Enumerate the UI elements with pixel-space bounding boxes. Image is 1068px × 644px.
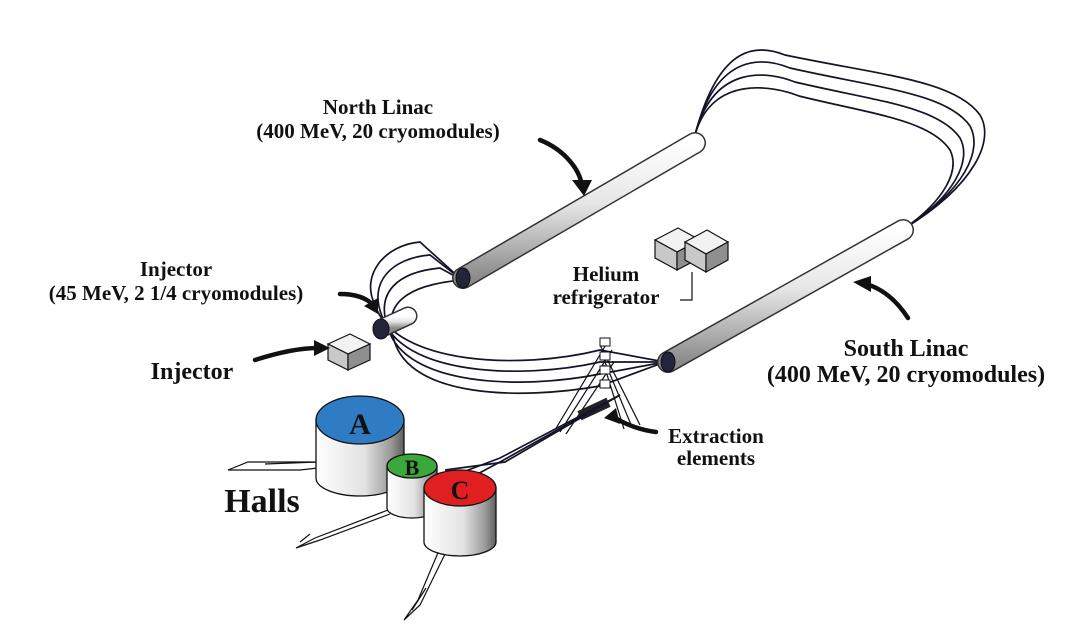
helium-label-line2: refrigerator bbox=[553, 285, 660, 309]
south-linac bbox=[657, 219, 914, 373]
hall-c: C bbox=[423, 469, 497, 557]
injector-linac-arrow-head bbox=[364, 298, 378, 314]
hall-beamlines bbox=[227, 461, 447, 621]
south-linac-spec: (400 MeV, 20 cryomodules) bbox=[767, 362, 1045, 388]
south-linac-arrow-head bbox=[853, 276, 871, 292]
extraction-label-line2: elements bbox=[677, 446, 755, 470]
injector-building bbox=[326, 333, 372, 371]
hall-b-label: B bbox=[405, 455, 420, 480]
helium-label-line1: Helium bbox=[573, 262, 640, 286]
injector-title: Injector bbox=[140, 257, 212, 281]
injector-building-arrow-head bbox=[314, 340, 330, 356]
extraction-region bbox=[444, 337, 641, 479]
hall-a: A bbox=[315, 395, 405, 497]
halls-label: Halls bbox=[224, 483, 300, 520]
extraction-arrow-head bbox=[604, 408, 620, 424]
north-linac-arrow-head bbox=[572, 180, 592, 196]
north-linac-title: North Linac bbox=[323, 95, 433, 119]
north-linac-spec: (400 MeV, 20 cryomodules) bbox=[256, 119, 499, 143]
north-linac bbox=[452, 132, 706, 289]
extraction-label-line1: Extraction bbox=[668, 424, 764, 448]
south-linac-title: South Linac bbox=[844, 336, 969, 362]
callout-arrows bbox=[252, 137, 911, 435]
helium-refrigerator-building bbox=[653, 227, 730, 301]
injector-building-label: Injector bbox=[151, 359, 234, 385]
extraction-septa bbox=[599, 337, 611, 389]
injector-spec: (45 MeV, 2 1/4 cryomodules) bbox=[49, 281, 304, 305]
hall-a-label: A bbox=[349, 408, 371, 441]
east-recirculation-arcs bbox=[694, 49, 986, 229]
hall-c-label: C bbox=[451, 476, 470, 505]
labels: North Linac (400 MeV, 20 cryomodules) So… bbox=[49, 95, 1045, 520]
injector-linac bbox=[372, 306, 418, 340]
